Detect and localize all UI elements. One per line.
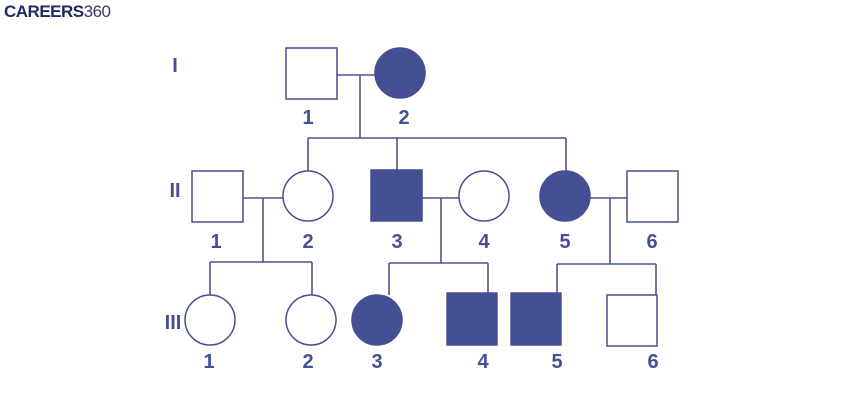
member-label: 2 — [398, 107, 409, 129]
member-label: 1 — [302, 107, 313, 129]
member-label: 4 — [477, 351, 489, 373]
male-unaffected-II-6 — [626, 170, 679, 223]
member-label: 6 — [646, 231, 657, 253]
member-label: 3 — [371, 351, 382, 373]
marriage-line-I — [307, 74, 567, 171]
marriage-line-II-5-6 — [556, 197, 657, 295]
member-label: 2 — [302, 231, 313, 253]
member-label: 1 — [210, 231, 221, 253]
female-unaffected-III-1 — [184, 294, 236, 346]
marriage-line-II-3-4 — [388, 197, 489, 295]
member-label: 3 — [391, 231, 402, 253]
member-label: 5 — [559, 231, 570, 253]
careers360-logo: CAREERS360 — [4, 2, 111, 22]
female-unaffected-II-4 — [458, 170, 510, 222]
member-label: 4 — [478, 231, 490, 253]
male-affected-III-5 — [510, 292, 562, 346]
member-label: 5 — [551, 351, 562, 373]
member-label: 2 — [302, 351, 313, 373]
generation-label-I: I — [172, 55, 178, 77]
male-unaffected-I-1 — [285, 47, 338, 100]
female-affected-III-3 — [351, 294, 403, 346]
generation-label-III: III — [165, 312, 182, 334]
member-label: 1 — [203, 351, 214, 373]
member-label: 6 — [647, 351, 658, 373]
pedigree-lines — [209, 74, 657, 295]
male-unaffected-II-1 — [191, 170, 244, 223]
male-affected-II-3 — [370, 169, 423, 222]
female-unaffected-III-2 — [285, 294, 337, 346]
male-affected-III-4 — [446, 292, 498, 346]
female-unaffected-II-2 — [282, 170, 334, 222]
male-unaffected-III-6 — [606, 294, 658, 347]
generation-label-II: II — [169, 180, 180, 202]
logo-bold: CAREERS — [4, 2, 84, 21]
logo-light: 360 — [83, 2, 111, 21]
marriage-line-II-1-2 — [209, 197, 313, 295]
female-affected-I-2 — [374, 47, 426, 99]
female-affected-II-5 — [539, 170, 591, 222]
